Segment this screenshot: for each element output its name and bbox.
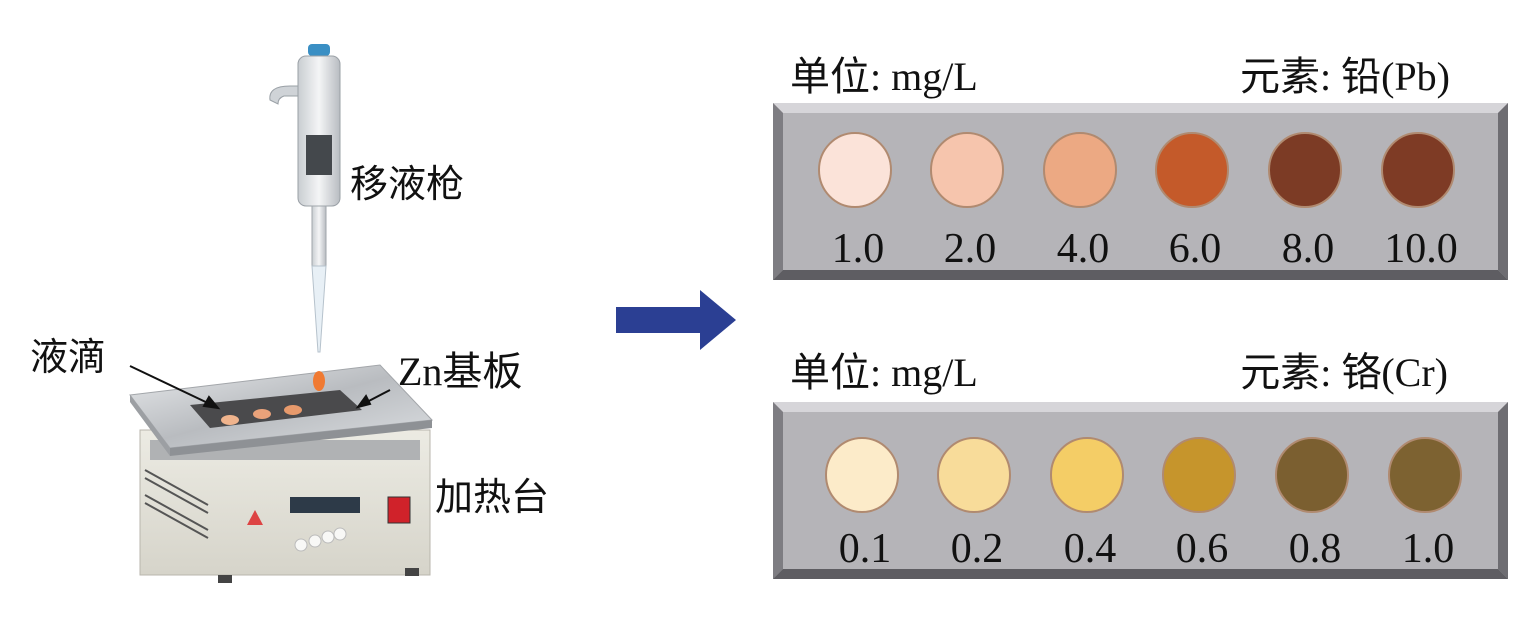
concentration-label: 1.0 (1402, 526, 1455, 572)
color-swatch (937, 437, 1011, 513)
color-swatch (1275, 437, 1349, 513)
lead-color-chart: 单位: mg/L 元素: 铅(Pb) 1.0 2.0 4.0 6.0 8.0 10.0 (773, 54, 1508, 280)
concentration-label: 0.1 (839, 526, 892, 572)
droplet-label: 液滴 (30, 335, 106, 379)
color-swatch (1268, 132, 1342, 208)
color-swatch (1050, 437, 1124, 513)
heater-label: 加热台 (435, 475, 549, 519)
concentration-label: 8.0 (1282, 226, 1335, 272)
lead-element-label: 元素: 铅(Pb) (1240, 54, 1450, 99)
concentration-label: 4.0 (1057, 226, 1110, 272)
color-swatch (1388, 437, 1462, 513)
concentration-label: 0.2 (951, 526, 1004, 572)
process-arrow-icon (616, 290, 736, 350)
chromium-unit-label: 单位: mg/L (790, 350, 978, 395)
color-swatch (1155, 132, 1229, 208)
color-swatch (818, 132, 892, 208)
color-swatch (1162, 437, 1236, 513)
lead-unit-label: 单位: mg/L (790, 54, 978, 99)
concentration-label: 10.0 (1384, 226, 1458, 272)
color-swatch (930, 132, 1004, 208)
pipette-label: 移液枪 (350, 162, 464, 206)
concentration-label: 0.6 (1176, 526, 1229, 572)
concentration-label: 1.0 (832, 226, 885, 272)
chromium-color-chart: 单位: mg/L 元素: 铬(Cr) 0.1 0.2 0.4 0.6 0.8 1.0 (773, 350, 1508, 579)
pipette-illustration (269, 44, 341, 353)
color-swatch (1043, 132, 1117, 208)
concentration-label: 6.0 (1169, 226, 1222, 272)
heating-stage-illustration (129, 364, 434, 583)
concentration-label: 0.4 (1064, 526, 1117, 572)
pointer-arrows (129, 365, 391, 410)
color-swatch (825, 437, 899, 513)
chromium-element-label: 元素: 铬(Cr) (1240, 350, 1448, 395)
concentration-label: 0.8 (1289, 526, 1342, 572)
substrate-label: Zn基板 (398, 349, 522, 394)
color-swatch (1381, 132, 1455, 208)
concentration-label: 2.0 (944, 226, 997, 272)
chart-panel (773, 103, 1508, 280)
